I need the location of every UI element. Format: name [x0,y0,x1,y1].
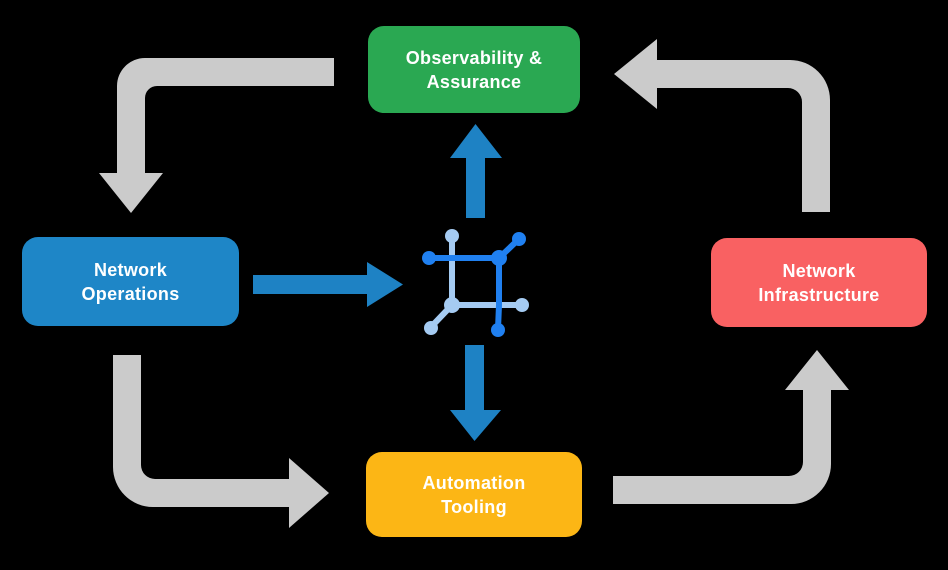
node-label-line: Network [782,260,856,281]
arrow-operations-to-automation [113,355,329,528]
arrow-operations-to-center [253,262,403,307]
icon-node-right [515,298,529,312]
node-label-line: Network [93,259,168,280]
node-label-line: Automation [422,472,526,493]
icon-node-left [422,251,436,265]
node-network-operations: Network Operations [22,237,239,326]
icon-junction-top-right [491,250,507,266]
icon-node-bottom-left [424,321,438,335]
arrow-center-to-observability [450,124,502,218]
node-label-line: Observability & [405,47,543,68]
node-observability-assurance: Observability & Assurance [368,26,580,113]
arrow-infrastructure-to-observability [614,39,830,212]
node-label-line: Operations [81,283,180,304]
icon-node-top [445,229,459,243]
icon-node-top-right [512,232,526,246]
node-automation-tooling: Automation Tooling [366,452,582,537]
icon-dark-edges [426,255,502,308]
icon-junction-bottom-left [444,297,460,313]
node-label-line: Infrastructure [758,284,880,305]
arrow-center-to-automation [450,345,501,441]
icon-node-bottom [491,323,505,337]
arrow-automation-to-infrastructure [613,350,849,504]
network-fabric-icon [422,229,529,337]
node-network-infrastructure: Network Infrastructure [711,238,927,327]
arrow-observability-to-operations [99,58,334,213]
node-label-line: Assurance [426,71,522,92]
node-label-line: Tooling [441,496,507,517]
